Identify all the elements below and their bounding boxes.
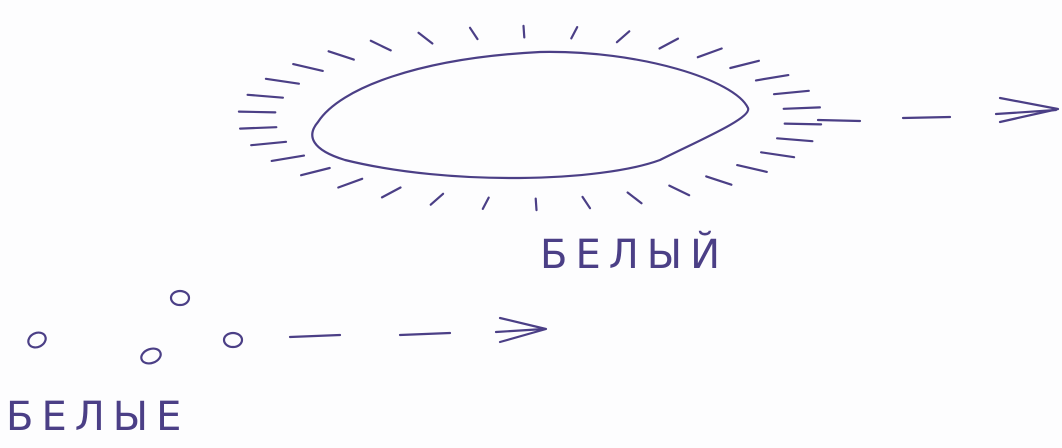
glow-ray [785,124,821,125]
glow-ray [251,142,286,145]
glow-ray [756,75,788,80]
glow-ray [239,112,275,113]
big-oval [312,52,748,178]
small-cells-label: БЕЛЫЕ [6,394,189,440]
glow-ray [470,28,478,39]
glow-ray [266,79,299,84]
big-cell-arrow [818,98,1058,122]
small-cells [26,291,242,366]
glow-ray [774,91,809,94]
glow-ray [248,95,283,98]
glow-ray [628,193,642,204]
glow-ray [371,41,391,51]
glow-ray [293,64,323,71]
glow-ray [730,61,759,68]
glow-ray [660,39,679,49]
small-circle [26,330,48,350]
arrow-dash [290,335,340,337]
glow-ray [669,186,689,196]
glow-ray [571,27,577,38]
glow-ray [536,199,537,211]
glow-ray [737,165,767,172]
glow-ray [301,168,330,175]
glow-ray [706,176,731,184]
small-circle [224,333,242,347]
small-circle [139,346,163,366]
glow-ray [698,49,722,58]
glow-ray [338,179,362,188]
glow-ray [483,198,489,209]
arrow-dash [903,117,950,118]
glow-ray [272,156,304,161]
glow-ray [583,197,591,208]
glow-ray [761,152,794,157]
glow-ray [524,26,525,38]
small-cells-arrow [290,318,546,342]
glow-ray [382,188,401,198]
glow-ray [777,138,812,141]
arrow-dash [400,333,450,335]
glow-ray [419,33,433,44]
glow-ray [617,31,629,42]
arrow-dash [818,120,860,121]
glow-ray [784,107,820,108]
big-cell-label: БЕЛЫЙ [540,230,728,278]
glow-ray [329,51,354,59]
glow-ray [431,194,443,205]
small-circle [171,291,189,305]
glow-ray [240,127,276,128]
